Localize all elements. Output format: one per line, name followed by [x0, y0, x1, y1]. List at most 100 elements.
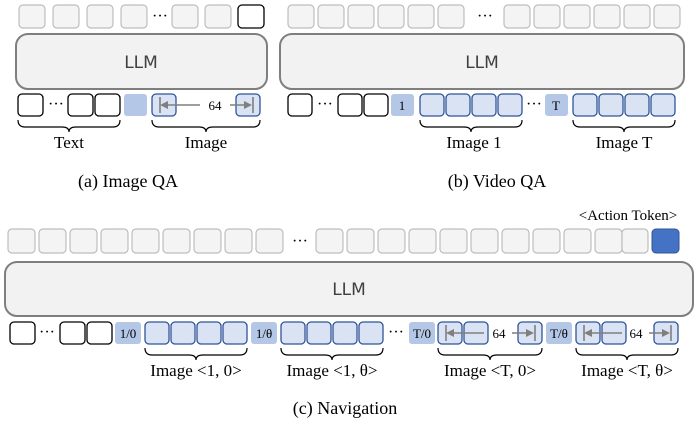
caption-a: (a) Image QA	[78, 171, 178, 192]
text-label: Text	[54, 133, 84, 152]
frame-marker	[545, 94, 568, 116]
output-token	[377, 228, 406, 254]
panel-b-video-qa: ··· LLM ··· 1 ··· T	[279, 4, 685, 192]
image-T-0-label: Image <T, 0>	[444, 361, 536, 380]
image-token	[497, 93, 523, 117]
panel-a-input-tokens: ··· 64	[17, 93, 261, 117]
output-token	[501, 228, 530, 254]
text-token	[287, 93, 313, 117]
llm-block	[15, 33, 268, 90]
image-1-0-brace	[144, 347, 248, 361]
ellipsis: ···	[292, 233, 308, 250]
llm-label: LLM	[124, 53, 158, 73]
image-token	[624, 93, 650, 117]
ellipsis: ···	[477, 8, 493, 25]
output-token	[503, 4, 531, 29]
length-64-arrow: 64	[445, 325, 536, 341]
ellipsis: ···	[48, 96, 64, 113]
output-token	[377, 4, 405, 29]
output-token	[224, 228, 253, 254]
output-token	[563, 4, 591, 29]
output-token	[347, 4, 375, 29]
text-token	[337, 93, 363, 117]
image-T-label: Image T	[596, 133, 653, 152]
output-token	[162, 228, 191, 254]
ellipsis: ···	[152, 8, 168, 25]
text-token	[86, 321, 113, 345]
panel-b-input-tokens: ··· 1 ··· T	[287, 93, 676, 117]
caption-c: (c) Navigation	[293, 398, 397, 419]
output-token	[193, 228, 222, 254]
image-token	[170, 321, 196, 345]
image-token	[306, 321, 332, 345]
image-T-theta-label: Image <T, θ>	[581, 361, 673, 380]
output-token	[255, 228, 284, 254]
output-token	[533, 4, 561, 29]
image-token	[196, 321, 222, 345]
caption-b: (b) Video QA	[448, 171, 547, 192]
text-token	[94, 93, 121, 117]
image-1-label: Image 1	[446, 133, 501, 152]
output-token	[623, 4, 651, 29]
frame-marker-label: T	[552, 98, 560, 113]
view-marker	[251, 322, 277, 344]
llm-label: LLM	[465, 53, 499, 73]
length-64-arrow: 64	[159, 97, 254, 113]
action-token-label: <Action Token>	[579, 208, 678, 224]
output-token	[407, 4, 435, 29]
view-marker-label: T/0	[413, 326, 431, 341]
image-token	[419, 93, 445, 117]
output-token	[621, 228, 649, 254]
output-token	[38, 228, 67, 254]
view-marker	[115, 322, 141, 344]
output-token	[593, 4, 621, 29]
output-token	[439, 228, 468, 254]
panel-a-output-tokens: ···	[18, 4, 265, 29]
arrow-number: 64	[630, 326, 644, 341]
image-token	[650, 93, 676, 117]
output-token	[287, 4, 315, 29]
output-token	[408, 228, 437, 254]
frame-marker-label: 1	[399, 98, 406, 113]
ellipsis: ···	[388, 324, 404, 341]
llm-block	[4, 261, 694, 317]
output-token	[204, 4, 232, 29]
view-marker	[409, 322, 435, 344]
panel-a-image-qa: ··· LLM ··· 64 Text	[15, 4, 268, 192]
output-token	[532, 228, 561, 254]
output-token	[317, 4, 345, 29]
output-token	[653, 4, 681, 29]
output-token	[7, 228, 36, 254]
panel-b-output-tokens: ···	[287, 4, 681, 29]
image-1-brace	[419, 119, 523, 133]
text-token	[9, 321, 36, 345]
output-token	[69, 228, 98, 254]
image-T-brace	[572, 119, 676, 133]
image-1-theta-label: Image <1, θ>	[286, 361, 377, 380]
image-T-0-brace	[437, 347, 543, 361]
text-token	[363, 93, 389, 117]
image-token	[471, 93, 497, 117]
image-label: Image	[185, 133, 227, 152]
llm-block	[279, 33, 685, 90]
image-token	[222, 321, 248, 345]
output-token	[86, 4, 114, 29]
output-token	[100, 228, 129, 254]
output-token	[120, 4, 148, 29]
panel-c-navigation: <Action Token> ··· LLM	[4, 208, 694, 419]
length-64-arrow: 64	[583, 325, 672, 341]
output-token	[171, 4, 199, 29]
image-start-marker	[124, 94, 147, 116]
panel-c-output-tokens: ···	[7, 228, 680, 254]
image-token	[144, 321, 170, 345]
text-token	[59, 321, 86, 345]
image-token	[358, 321, 384, 345]
view-marker-label: 1/θ	[256, 326, 272, 341]
ellipsis: ···	[317, 96, 333, 113]
output-token	[131, 228, 160, 254]
output-token	[52, 4, 80, 29]
image-token	[445, 93, 471, 117]
panel-c-input-tokens: ··· 1/0 1/θ ··· T/0	[9, 321, 679, 345]
ellipsis: ···	[39, 324, 55, 341]
